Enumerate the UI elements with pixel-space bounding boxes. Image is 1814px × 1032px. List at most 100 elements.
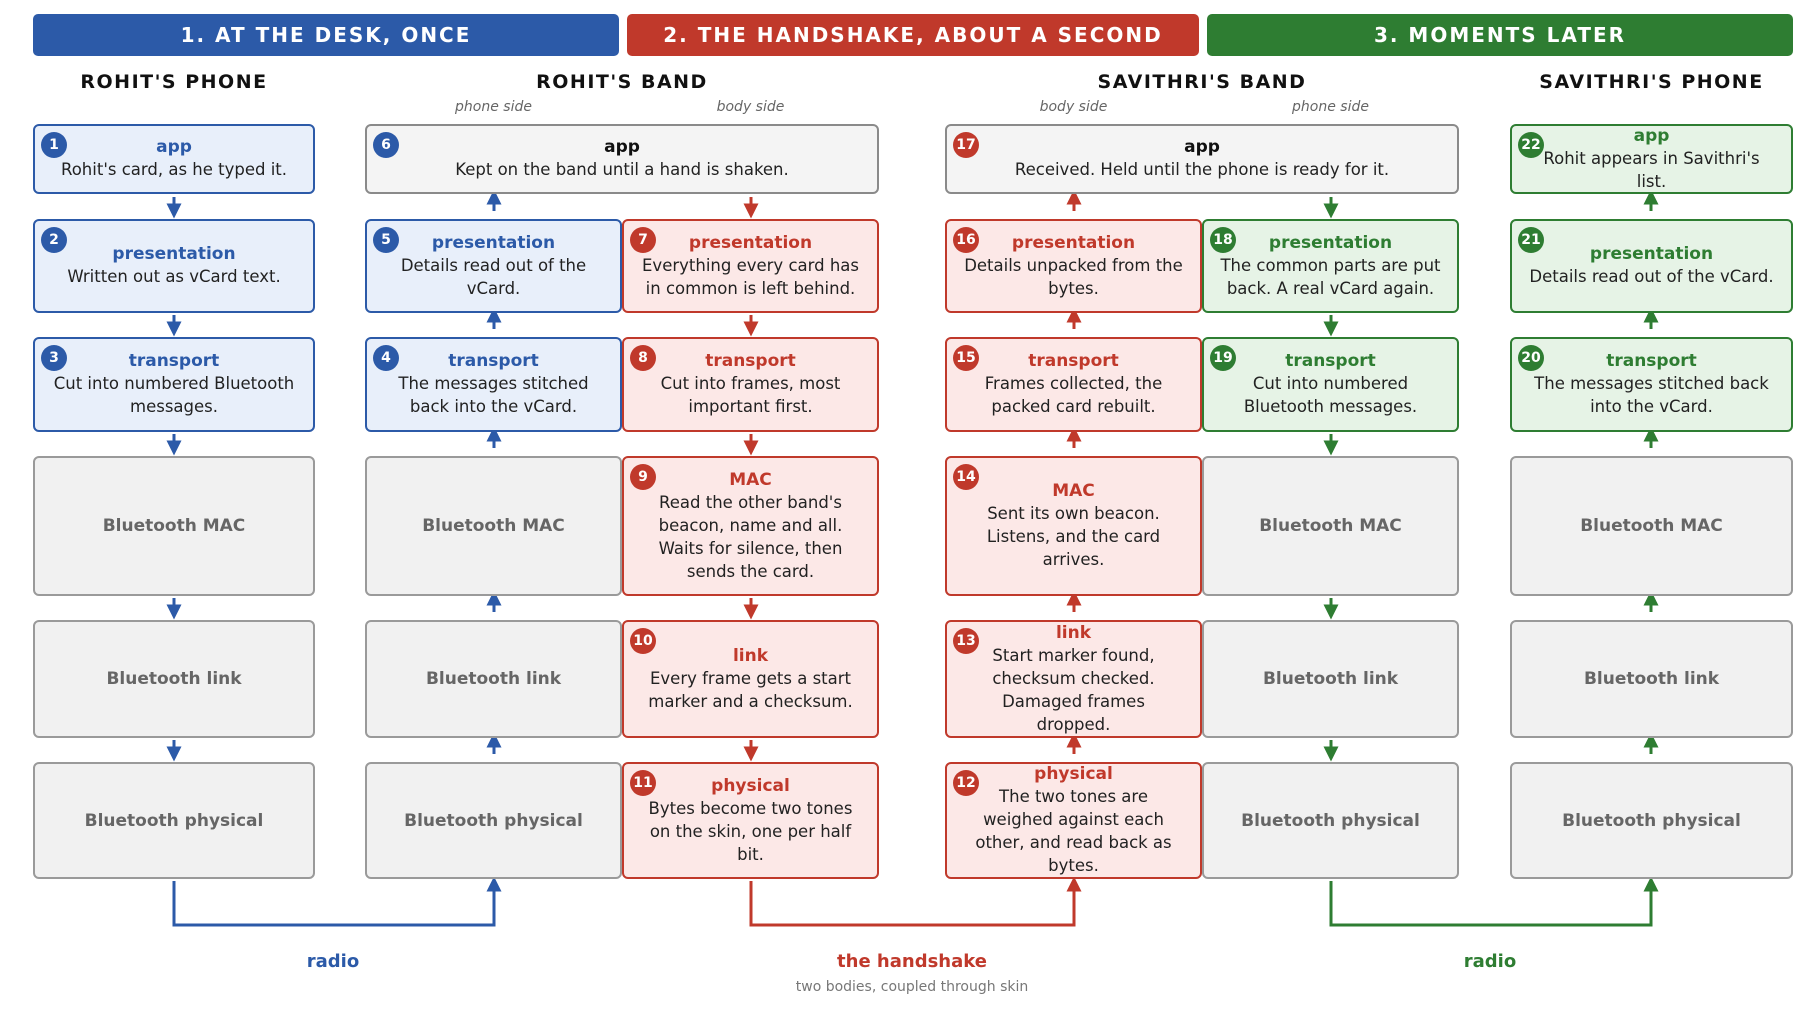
layer-label: transport xyxy=(448,351,539,371)
step-badge: 16 xyxy=(953,227,979,253)
step-description: Details unpacked from the bytes. xyxy=(964,255,1183,298)
savithri-band-body-side-label: body side xyxy=(1039,99,1108,115)
savithri-band-physical: Bluetooth physical xyxy=(1202,762,1459,879)
layer-label: Bluetooth link xyxy=(1583,669,1720,689)
step-10-link: 10 link Every frame gets a start marker … xyxy=(622,620,879,738)
step-description: The messages stitched back into the vCar… xyxy=(1534,374,1769,416)
step-15-transport: 15 transport Frames collected, the packe… xyxy=(945,337,1202,432)
step-badge: 4 xyxy=(373,345,399,371)
layer-label: Bluetooth MAC xyxy=(1580,516,1723,536)
layer-label: presentation xyxy=(1589,244,1714,264)
phase-3-banner: 3. MOMENTS LATER xyxy=(1207,14,1793,56)
step-badge: 2 xyxy=(41,227,67,253)
phase-1-banner: 1. AT THE DESK, ONCE xyxy=(33,14,619,56)
step-description: Rohit's card, as he typed it. xyxy=(60,160,288,179)
step-17-app: 17 app Received. Held until the phone is… xyxy=(945,124,1459,194)
step-badge: 19 xyxy=(1210,345,1236,371)
handshake-sublabel: two bodies, coupled through skin xyxy=(795,979,1029,995)
layer-label: presentation xyxy=(1011,232,1136,253)
step-badge: 20 xyxy=(1518,345,1544,371)
rohit-band-physical: Bluetooth physical xyxy=(365,762,622,879)
step-badge: 21 xyxy=(1518,227,1544,253)
savithri-phone-mac: Bluetooth MAC xyxy=(1510,456,1793,596)
step-badge: 10 xyxy=(630,628,656,654)
handshake-label: the handshake xyxy=(837,951,987,972)
step-badge: 18 xyxy=(1210,227,1236,253)
layer-label: Bluetooth physical xyxy=(404,810,583,831)
step-description: Start marker found, checksum checked. Da… xyxy=(992,645,1155,734)
step-badge: 15 xyxy=(953,345,979,371)
step-12-physical: 12 physical The two tones are weighed ag… xyxy=(945,762,1202,879)
layer-label: Bluetooth link xyxy=(1262,669,1399,689)
step-1-app: 1 app Rohit's card, as he typed it. xyxy=(33,124,315,194)
step-22-app: 22 app Rohit appears in Savithri's list. xyxy=(1510,124,1793,194)
layer-label: app xyxy=(1633,125,1670,146)
step-badge: 22 xyxy=(1518,132,1544,158)
layer-label: Bluetooth physical xyxy=(84,810,264,831)
step-badge: 1 xyxy=(41,132,67,158)
step-badge: 7 xyxy=(630,227,656,253)
layer-label: transport xyxy=(1285,351,1376,371)
step-description: Frames collected, the packed card rebuil… xyxy=(984,374,1163,416)
step-description: Sent its own beacon. Listens, and the ca… xyxy=(986,504,1161,569)
step-14-mac: 14 MAC Sent its own beacon. Listens, and… xyxy=(945,456,1202,596)
savithri-phone-physical: Bluetooth physical xyxy=(1510,762,1793,879)
layer-label: Bluetooth MAC xyxy=(102,516,246,536)
radio-left-label: radio xyxy=(306,951,360,972)
step-6-app: 6 app Kept on the band until a hand is s… xyxy=(365,124,879,194)
layer-label: link xyxy=(1055,622,1092,643)
layer-label: presentation xyxy=(112,244,236,264)
step-9-mac: 9 MAC Read the other band's beacon, name… xyxy=(622,456,879,596)
step-description: Cut into numbered Bluetooth messages. xyxy=(53,374,295,416)
step-description: The two tones are weighed against each o… xyxy=(975,787,1172,875)
layer-label: Bluetooth MAC xyxy=(1259,516,1402,536)
step-description: Rohit appears in Savithri's list. xyxy=(1543,148,1760,191)
step-badge: 9 xyxy=(630,464,656,490)
step-badge: 13 xyxy=(953,628,979,654)
radio-right-label: radio xyxy=(1463,951,1517,972)
savithri-band-mac: Bluetooth MAC xyxy=(1202,456,1459,596)
layer-label: transport xyxy=(1606,351,1697,371)
step-20-transport: 20 transport The messages stitched back … xyxy=(1510,337,1793,432)
step-description: Details read out of the vCard. xyxy=(1529,267,1774,286)
step-3-transport: 3 transport Cut into numbered Bluetooth … xyxy=(33,337,315,432)
step-11-physical: 11 physical Bytes become two tones on th… xyxy=(622,762,879,879)
layer-label: app xyxy=(1184,137,1220,157)
savithri-band-title: SAVITHRI'S BAND xyxy=(1097,71,1307,93)
layer-label: Bluetooth link xyxy=(425,669,562,689)
rohit-phone-mac: Bluetooth MAC xyxy=(33,456,315,596)
savithri-phone-link: Bluetooth link xyxy=(1510,620,1793,738)
layer-label: app xyxy=(604,137,640,157)
step-19-transport: 19 transport Cut into numbered Bluetooth… xyxy=(1202,337,1459,432)
layer-label: Bluetooth physical xyxy=(1562,810,1741,831)
step-badge: 6 xyxy=(373,132,399,158)
step-2-presentation: 2 presentation Written out as vCard text… xyxy=(33,219,315,313)
layer-label: app xyxy=(156,137,192,157)
step-badge: 12 xyxy=(953,770,979,796)
step-description: Kept on the band until a hand is shaken. xyxy=(455,160,789,179)
step-description: Cut into frames, most important first. xyxy=(660,374,841,416)
step-13-link: 13 link Start marker found, checksum che… xyxy=(945,620,1202,738)
layer-label: transport xyxy=(128,351,220,371)
layer-label: transport xyxy=(705,351,796,371)
layer-label: presentation xyxy=(431,232,556,253)
layer-label: physical xyxy=(711,775,790,796)
step-description: Cut into numbered Bluetooth messages. xyxy=(1243,374,1418,416)
layer-label: presentation xyxy=(1268,232,1393,253)
step-5-presentation: 5 presentation Details read out of the v… xyxy=(365,219,622,313)
rohit-band-mac: Bluetooth MAC xyxy=(365,456,622,596)
rohit-phone-title: ROHIT'S PHONE xyxy=(80,71,268,93)
step-8-transport: 8 transport Cut into frames, most import… xyxy=(622,337,879,432)
step-description: Everything every card has in common is l… xyxy=(642,255,859,298)
step-badge: 14 xyxy=(953,464,979,490)
step-7-presentation: 7 presentation Everything every card has… xyxy=(622,219,879,313)
rohit-band-body-side-label: body side xyxy=(716,99,785,115)
step-description: Every frame gets a start marker and a ch… xyxy=(648,668,853,711)
savithri-band-link: Bluetooth link xyxy=(1202,620,1459,738)
rohit-band-link: Bluetooth link xyxy=(365,620,622,738)
step-description: Bytes become two tones on the skin, one … xyxy=(648,798,853,864)
step-description: The messages stitched back into the vCar… xyxy=(398,374,589,416)
step-description: Received. Held until the phone is ready … xyxy=(1014,160,1390,179)
step-18-presentation: 18 presentation The common parts are put… xyxy=(1202,219,1459,313)
step-16-presentation: 16 presentation Details unpacked from th… xyxy=(945,219,1202,313)
